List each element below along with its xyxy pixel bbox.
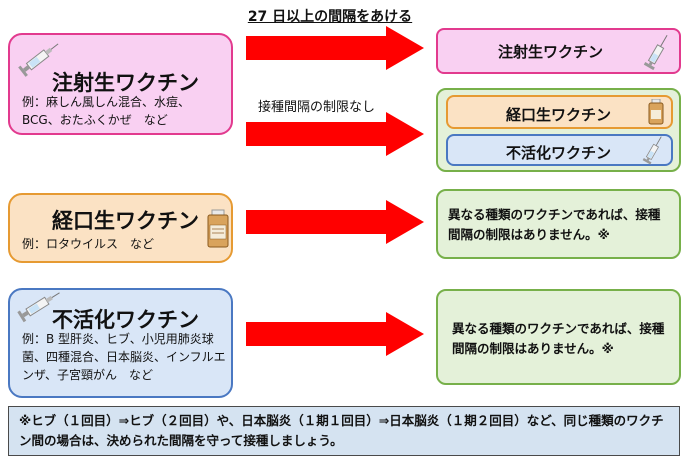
medicine-bottle-icon	[207, 209, 229, 248]
right-message-inactivated: 異なる種類のワクチンであれば、接種間隔の制限はありません。※	[436, 289, 681, 385]
message-oral-text: 異なる種類のワクチンであれば、接種間隔の制限はありません。※	[448, 207, 661, 242]
message-inactivated-text: 異なる種類のワクチンであれば、接種間隔の制限はありません。※	[452, 321, 665, 356]
footnote: ※ヒブ（１回目）⇒ヒブ（２回目）や、日本脳炎（１期１回目）⇒日本脳炎（１期２回目…	[8, 406, 680, 456]
right-oral-live-label: 経口生ワクチン	[506, 106, 612, 124]
right-box-injectable-live: 注射生ワクチン	[436, 28, 681, 74]
interval-27-days-label: 27 日以上の間隔をあける	[247, 9, 413, 25]
right-box-inactivated: 不活化ワクチン	[446, 134, 673, 166]
right-inactivated-label: 不活化ワクチン	[506, 144, 612, 162]
footnote-text: ※ヒブ（１回目）⇒ヒブ（２回目）や、日本脳炎（１期１回目）⇒日本脳炎（１期２回目…	[19, 413, 664, 448]
medicine-bottle-icon	[648, 99, 664, 125]
left-box-oral-live: 経口生ワクチン 例：ロタウイルス など	[8, 193, 233, 263]
arrow-oral	[246, 200, 424, 244]
arrow-no-limit	[246, 112, 424, 156]
syringe-icon	[18, 43, 59, 77]
inactivated-example: 例：B 型肝炎、ヒブ、小児用肺炎球菌、四種混合、日本脳炎、インフルエンザ、子宮頸…	[22, 332, 226, 382]
injectable-live-title: 注射生ワクチン	[52, 71, 199, 95]
arrow-inactivated	[246, 312, 424, 356]
right-message-oral: 異なる種類のワクチンであれば、接種間隔の制限はありません。※	[436, 189, 681, 259]
inactivated-title: 不活化ワクチン	[52, 308, 199, 332]
oral-live-example: 例：ロタウイルス など	[22, 237, 155, 251]
oral-live-title: 経口生ワクチン	[52, 209, 199, 233]
right-box-oral-live: 経口生ワクチン	[446, 95, 673, 129]
injectable-live-example: 例：麻しん風しん混合、水痘、BCG、おたふくかぜ など	[22, 95, 191, 127]
no-limit-label: 接種間隔の制限なし	[258, 100, 376, 115]
syringe-icon	[17, 292, 60, 323]
syringe-icon	[643, 35, 668, 71]
arrow-27-days	[246, 26, 424, 70]
left-box-inactivated: 不活化ワクチン 例：B 型肝炎、ヒブ、小児用肺炎球菌、四種混合、日本脳炎、インフ…	[8, 288, 233, 398]
right-group-no-limit: 経口生ワクチン 不活化ワクチン	[436, 88, 681, 172]
left-box-injectable-live: 注射生ワクチン 例：麻しん風しん混合、水痘、BCG、おたふくかぜ など	[8, 33, 233, 135]
syringe-icon	[642, 136, 662, 165]
right-injectable-live-label: 注射生ワクチン	[498, 43, 604, 61]
